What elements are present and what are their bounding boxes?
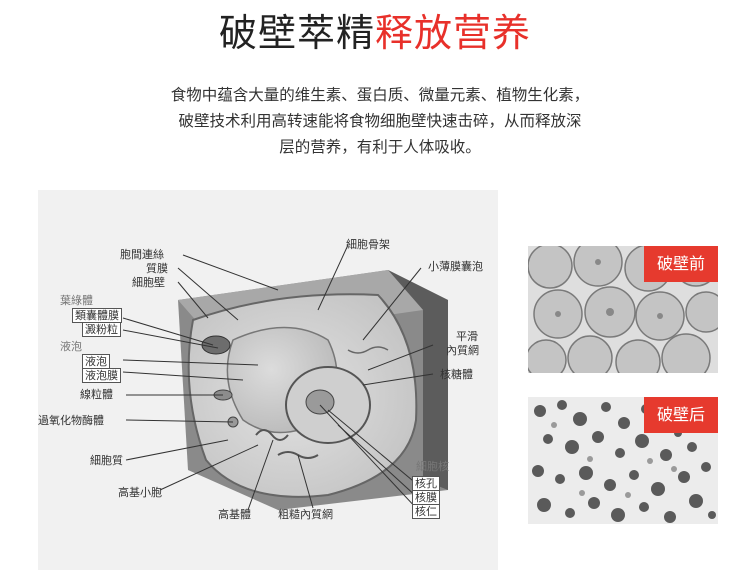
plant-cell-diagram: 胞間連絲 質膜 細胞壁 細胞骨架 小薄膜囊泡 葉綠體 類囊體膜 澱粉粒 液泡 液… [28,190,498,570]
label-vacuole-group: 液泡 [60,340,82,353]
label-cell-sap: 液泡 [82,354,110,369]
label-ribosome: 核糖體 [440,368,473,381]
label-mitochondrion: 線粒體 [80,388,113,401]
description-text: 食物中蕴含大量的维生素、蛋白质、微量元素、植物生化素， 破壁技术利用高转速能将食… [100,82,660,160]
label-thylakoid: 類囊體膜 [72,308,122,323]
label-cytoplasm: 細胞質 [90,454,123,467]
cell-illustration [38,190,498,570]
label-smooth-er-2: 內質網 [446,344,479,357]
title-part-black: 破壁萃精 [218,11,375,55]
tag-before: 破壁前 [644,246,718,282]
cell-wall-side [388,270,448,490]
nucleolus-shape [305,389,335,415]
chloroplast-shape [201,335,231,355]
description-line: 食物中蕴含大量的维生素、蛋白质、微量元素、植物生化素， [170,86,590,104]
label-nuclear-pore: 核孔 [412,476,440,491]
label-plasmodesmata: 胞間連絲 [120,248,164,261]
label-plasma-membrane: 質膜 [146,262,168,275]
label-tonoplast: 液泡膜 [82,368,121,383]
golgi-shape [255,429,289,441]
label-small-vesicle: 小薄膜囊泡 [428,260,483,273]
leader-lines [122,244,434,511]
label-starch-grain: 澱粉粒 [82,322,121,337]
description-line: 破壁技术利用高转速能将食物细胞壁快速击碎，从而释放深 [178,112,582,130]
smooth-er-shape [347,346,389,354]
label-golgi-vesicle: 高基小胞 [118,486,162,499]
label-peroxisome: 過氧化物酶體 [38,414,104,427]
tag-after: 破壁后 [644,397,718,433]
photo-before-breaking: 破壁前 [528,246,718,373]
title-part-red: 释放营养 [375,11,532,55]
label-rough-er: 粗糙內質網 [278,508,333,521]
label-chloroplast-group: 葉綠體 [60,294,93,307]
label-nuclear-envelope: 核膜 [412,490,440,505]
label-cell-wall: 細胞壁 [132,276,165,289]
label-nucleus-group: 細胞核 [416,460,449,473]
photo-after-breaking: 破壁后 [528,397,718,524]
description-line: 层的营养，有利于人体吸收。 [279,138,481,156]
label-smooth-er-1: 平滑 [456,330,478,343]
label-golgi-body: 高基體 [218,508,251,521]
label-cytoskeleton: 細胞骨架 [346,238,390,251]
label-nucleolus: 核仁 [412,504,440,519]
page-title: 破壁萃精释放营养 [0,10,750,56]
